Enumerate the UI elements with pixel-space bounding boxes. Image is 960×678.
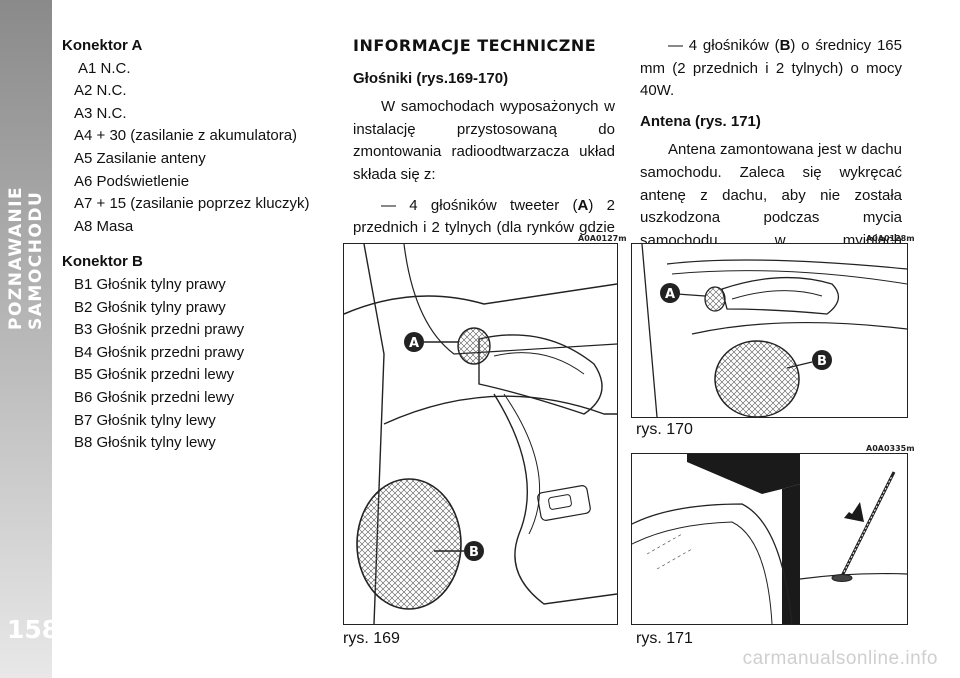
label-b-badge [812, 350, 832, 370]
connector-column: Konektor A A1 N.C. A2 N.C. A3 N.C. A4 + … [62, 35, 332, 455]
door-illustration: A B [343, 243, 618, 625]
list-item: A3 N.C. [74, 104, 127, 122]
woofer-speaker [356, 478, 462, 610]
woofer-speaker [714, 340, 800, 418]
speakers-title: Głośniki (rys.169-170) [353, 69, 509, 87]
tech-info-title: INFORMACJE TECHNICZNE [353, 36, 597, 55]
watermark: carmanualsonline.info [742, 648, 938, 669]
list-item: B7 Głośnik tylny lewy [74, 411, 216, 429]
arrow-icon [837, 502, 864, 522]
label-a-badge [404, 332, 424, 352]
list-item: B6 Głośnik przedni lewy [74, 388, 235, 406]
antenna-title: Antena (rys. 171) [640, 112, 761, 130]
svg-text:A: A [665, 287, 675, 302]
list-item: B4 Głośnik przedni prawy [74, 343, 245, 361]
antenna-illustration [631, 454, 908, 625]
closeup-illustration: A B [641, 243, 908, 418]
list-item: A1 N.C. [78, 59, 131, 77]
label-b-badge [464, 541, 484, 561]
figure-code: A0A0128m [866, 234, 915, 243]
list-item: A4 + 30 (zasilanie z akumulatora) [74, 127, 298, 145]
label-a-badge [660, 283, 680, 303]
section-title: POZNAWANIE SAMOCHODU [6, 185, 46, 330]
figure-code: A0A0335m [866, 444, 915, 453]
antenna-base [831, 574, 853, 582]
svg-text:B: B [469, 545, 479, 560]
list-item: B2 Głośnik tylny prawy [74, 298, 226, 316]
figure-caption: rys. 169 [343, 630, 400, 647]
sidebar: POZNAWANIE SAMOCHODU 158 [0, 0, 59, 678]
figure-door-speakers: A B [343, 243, 618, 625]
connector-a-title: Konektor A [62, 37, 143, 54]
tech-info-column: INFORMACJE TECHNICZNE Głośniki (rys.169-… [353, 35, 615, 270]
woofer-paragraph: — 4 głośników (B) o średnicy 165 mm (2 p… [640, 37, 902, 100]
list-item: A8 Masa [74, 217, 134, 235]
speakers-paragraph: W samochodach wyposażonych w instalację … [353, 98, 615, 183]
list-item: A7 + 15 (zasilanie poprzez kluczyk) [74, 195, 310, 213]
list-item: A5 Zasilanie anteny [74, 149, 206, 167]
svg-text:B: B [817, 354, 827, 369]
svg-text:A: A [409, 336, 419, 351]
figure-caption: rys. 171 [636, 630, 693, 647]
connector-b-title: Konektor B [62, 253, 143, 271]
figure-caption: rys. 170 [636, 421, 693, 438]
list-item: A6 Podświetlenie [74, 172, 190, 190]
list-item: B5 Głośnik przedni lewy [74, 366, 235, 384]
page-number: 158 [7, 615, 60, 644]
figure-code: A0A0127m [578, 234, 627, 243]
figure-door-closeup: A B [631, 243, 908, 418]
tweeter-speaker [457, 327, 491, 365]
list-item: B3 Głośnik przedni prawy [74, 321, 245, 339]
list-item: A2 N.C. [74, 82, 127, 100]
list-item: B8 Głośnik tylny lewy [74, 434, 216, 452]
tweeter-speaker [704, 286, 726, 312]
figure-roof-antenna [631, 453, 908, 625]
list-item: B1 Głośnik tylny prawy [74, 275, 226, 293]
